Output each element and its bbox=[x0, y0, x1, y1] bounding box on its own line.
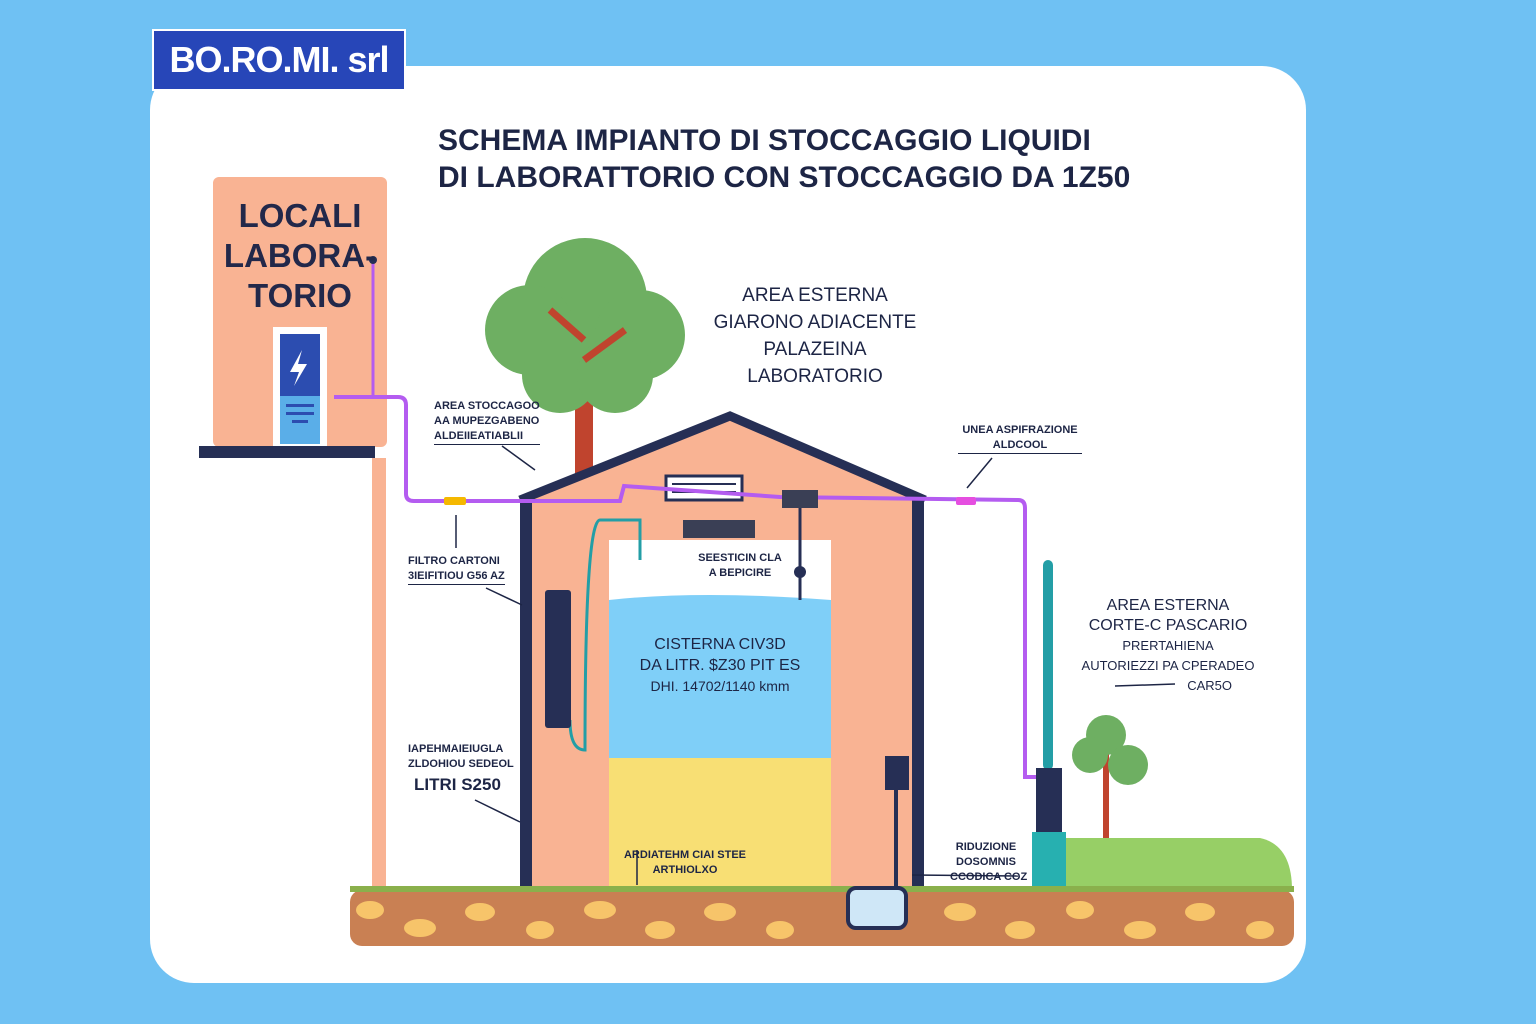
water-level bbox=[609, 595, 831, 758]
shed-roof bbox=[518, 411, 927, 505]
lightning-icon bbox=[290, 350, 307, 386]
lab-building bbox=[213, 177, 387, 447]
suction-pipe bbox=[334, 395, 1050, 779]
lab-ledge bbox=[199, 446, 375, 458]
tree-crown bbox=[485, 238, 685, 413]
pump bbox=[545, 590, 571, 728]
aspiration-pole bbox=[1043, 560, 1053, 770]
lawn bbox=[1066, 838, 1292, 890]
ground bbox=[350, 890, 1294, 946]
liquid-level bbox=[609, 758, 831, 890]
small-tree bbox=[1072, 715, 1148, 785]
lab-pillar bbox=[372, 458, 386, 890]
ground-stones bbox=[356, 901, 1274, 939]
filter bbox=[444, 497, 466, 505]
valve bbox=[956, 497, 976, 505]
company-logo: BO.RO.MI. srl bbox=[152, 29, 406, 91]
sump bbox=[846, 886, 908, 930]
